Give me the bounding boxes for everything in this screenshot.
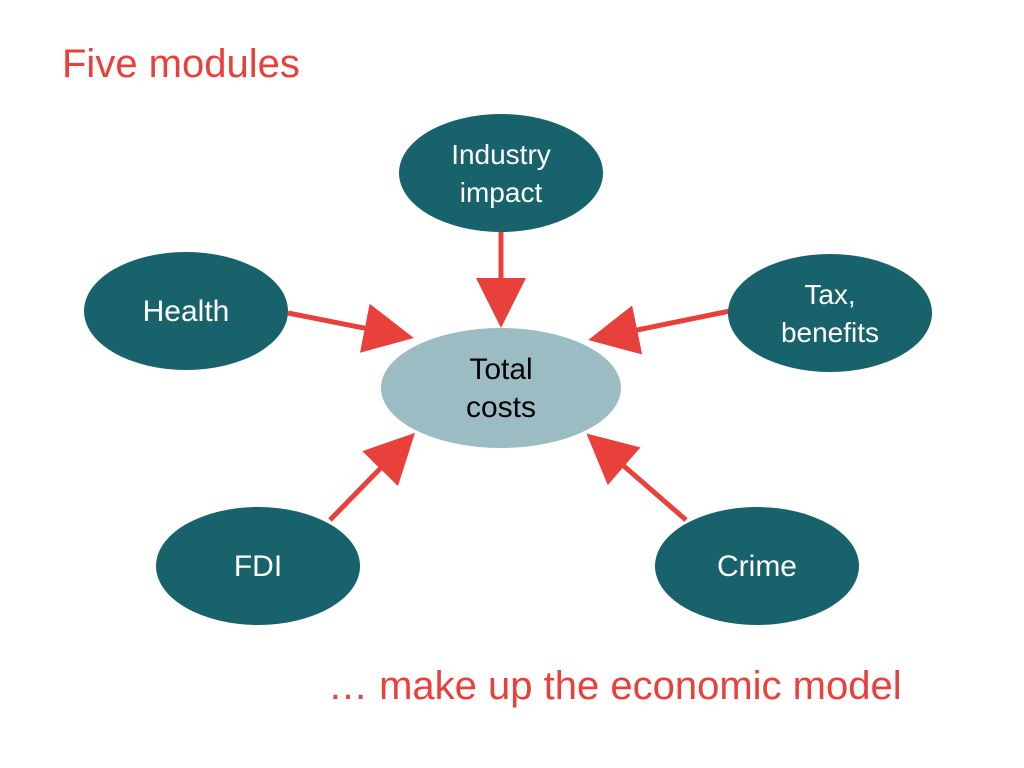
center-node-label-line: costs (466, 391, 536, 424)
arrow-layer (287, 232, 731, 522)
module-node-industry-impact-label-line: Industry (451, 139, 551, 170)
module-node-health-label: Health (143, 295, 230, 328)
module-node-ellipse (655, 507, 859, 625)
module-node-tax-benefits: Tax, benefits (728, 254, 932, 372)
module-node-industry-impact-label-line: impact (460, 177, 543, 208)
module-node-health: Health (84, 252, 288, 370)
arrow-fdi-to-total-costs (328, 432, 415, 522)
center-node-ellipse (381, 328, 621, 448)
module-node-tax-benefits-label-line: benefits (781, 317, 879, 348)
module-node-industry-impact-label: Industry impact (451, 139, 551, 208)
module-node-ellipse (156, 507, 360, 625)
center-node-label-line: Total (469, 353, 532, 386)
module-node-fdi-label-line: FDI (234, 550, 282, 583)
slide-caption: … make up the economic model (328, 664, 902, 708)
slide-title: Five modules (62, 42, 300, 86)
arrow-tax-benefits-to-total-costs (588, 305, 731, 355)
module-node-ellipse (399, 114, 603, 232)
module-node-tax-benefits-label: Tax, benefits (781, 279, 879, 348)
module-node-health-label-line: Health (143, 295, 230, 328)
module-node-crime-label-line: Crime (717, 550, 797, 583)
center-node-total-costs: Total costs (381, 328, 621, 448)
module-node-tax-benefits-label-line: Tax, (804, 279, 855, 310)
module-node-crime-label: Crime (717, 550, 797, 583)
center-node-label: Total costs (466, 353, 536, 424)
module-node-fdi: FDI (156, 507, 360, 625)
module-node-industry-impact: Industry impact (399, 114, 603, 232)
arrow-crime-to-total-costs (586, 433, 688, 522)
module-node-crime: Crime (655, 507, 859, 625)
arrow-health-to-total-costs (287, 303, 414, 353)
module-node-ellipse (84, 252, 288, 370)
module-node-fdi-label: FDI (234, 550, 282, 583)
module-node-ellipse (728, 254, 932, 372)
